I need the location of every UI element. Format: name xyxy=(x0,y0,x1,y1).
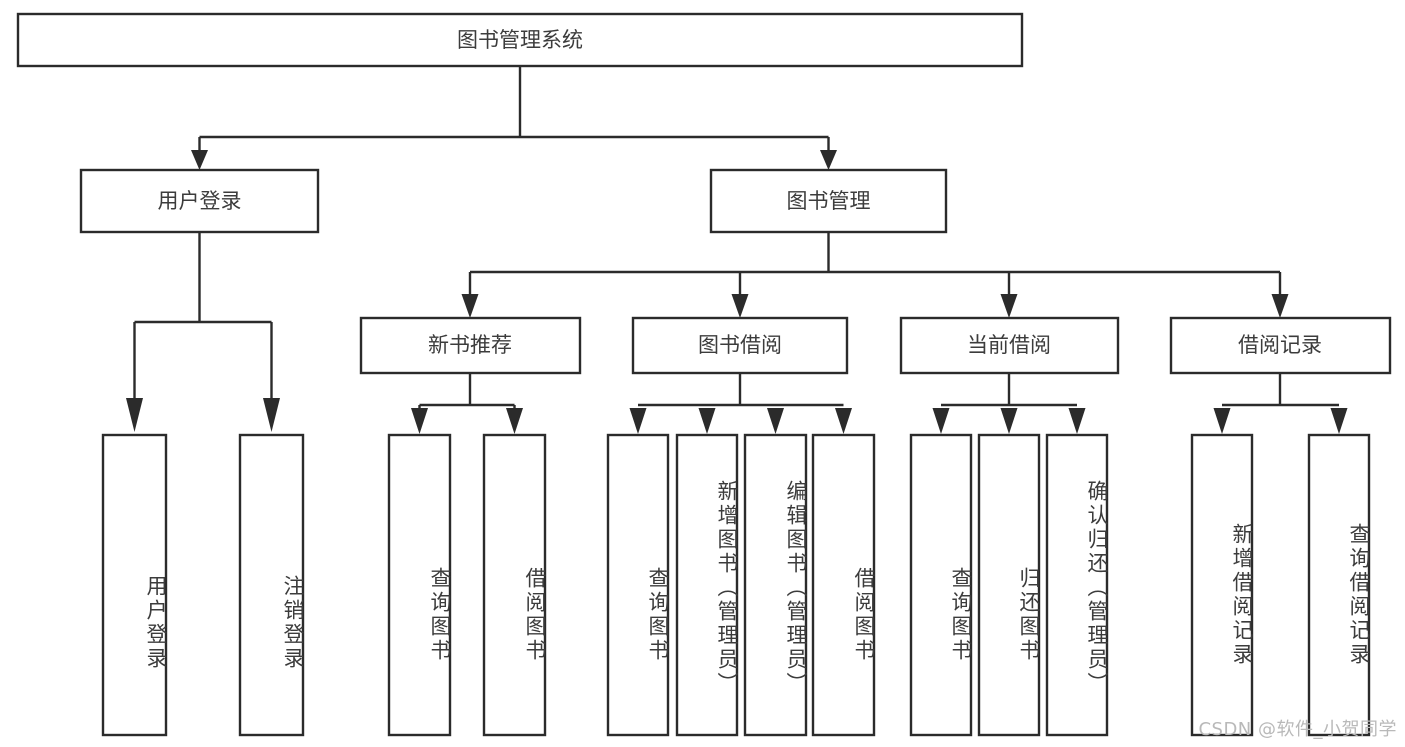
node-current-borrow-box[interactable] xyxy=(899,316,1120,375)
arrowhead-new-book-leaf-1 xyxy=(411,408,428,434)
arrowhead-book-borrow-leaf-2 xyxy=(698,408,716,434)
node-current-borrow-label: 当前借阅 xyxy=(967,333,1051,357)
arrowhead-user-login-leaf-2 xyxy=(263,398,280,432)
arrowhead-borrow-record xyxy=(1271,294,1289,318)
arrowhead-borrow-record-leaf-2 xyxy=(1330,408,1348,434)
node-borrow-record-label: 借阅记录 xyxy=(1238,333,1322,357)
leaf-box-current-borrow-3[interactable] xyxy=(1045,433,1109,737)
arrowhead-book-borrow-leaf-4 xyxy=(835,408,852,434)
leaf-box-new-book-1[interactable] xyxy=(387,433,452,737)
node-root-label: 图书管理系统 xyxy=(457,28,583,52)
arrowhead-current-borrow-leaf-1 xyxy=(932,408,950,434)
arrowhead-book-borrow xyxy=(731,294,749,318)
arrowhead-current-borrow-leaf-2 xyxy=(1000,408,1018,434)
leaf-box-new-book-2[interactable] xyxy=(482,433,547,737)
node-user-login[interactable]: 用户登录 xyxy=(79,168,320,234)
leaf-box-book-borrow-4[interactable] xyxy=(811,433,876,737)
node-book-manage-box[interactable] xyxy=(709,168,948,234)
arrowhead-new-book xyxy=(461,294,479,318)
arrowhead-root-to-book-manage xyxy=(820,150,837,170)
connector-layer xyxy=(126,66,1348,434)
arrowhead-current-borrow xyxy=(1000,294,1018,318)
leaf-box-user-login-2[interactable] xyxy=(238,433,305,737)
leaf-box-book-borrow-2[interactable] xyxy=(675,433,739,737)
leaf-box-book-borrow-3[interactable] xyxy=(743,433,808,737)
leaf-box-borrow-record-1[interactable] xyxy=(1190,433,1254,737)
node-new-book-recommend[interactable]: 新书推荐 xyxy=(359,316,582,375)
arrowhead-borrow-record-leaf-1 xyxy=(1213,408,1231,434)
node-root-box[interactable] xyxy=(16,12,1024,68)
node-book-manage-label: 图书管理 xyxy=(787,189,871,213)
node-book-borrow[interactable]: 图书借阅 xyxy=(631,316,849,375)
node-book-borrow-label: 图书借阅 xyxy=(698,333,782,357)
node-borrow-record-box[interactable] xyxy=(1169,316,1392,375)
node-book-manage[interactable]: 图书管理 xyxy=(709,168,948,234)
node-current-borrow[interactable]: 当前借阅 xyxy=(899,316,1120,375)
arrowhead-new-book-leaf-2 xyxy=(506,408,523,434)
node-user-login-label: 用户登录 xyxy=(158,189,242,213)
node-book-borrow-box[interactable] xyxy=(631,316,849,375)
arrowhead-book-borrow-leaf-1 xyxy=(629,408,647,434)
leaf-box-current-borrow-1[interactable] xyxy=(909,433,973,737)
arrowhead-user-login-leaf-1 xyxy=(126,398,143,432)
arrowhead-current-borrow-leaf-3 xyxy=(1068,408,1086,434)
node-new-book-recommend-label: 新书推荐 xyxy=(428,333,512,357)
node-user-login-box[interactable] xyxy=(79,168,320,234)
leaf-box-current-borrow-2[interactable] xyxy=(977,433,1041,737)
leaf-box-borrow-record-2[interactable] xyxy=(1307,433,1371,737)
arrowhead-book-borrow-leaf-3 xyxy=(767,408,784,434)
node-borrow-record[interactable]: 借阅记录 xyxy=(1169,316,1392,375)
leaf-box-user-login-1[interactable] xyxy=(101,433,168,737)
arrowhead-root-to-user-login xyxy=(191,150,208,170)
node-root[interactable]: 图书管理系统 xyxy=(16,12,1024,68)
node-new-book-recommend-box[interactable] xyxy=(359,316,582,375)
leaf-box-book-borrow-1[interactable] xyxy=(606,433,670,737)
